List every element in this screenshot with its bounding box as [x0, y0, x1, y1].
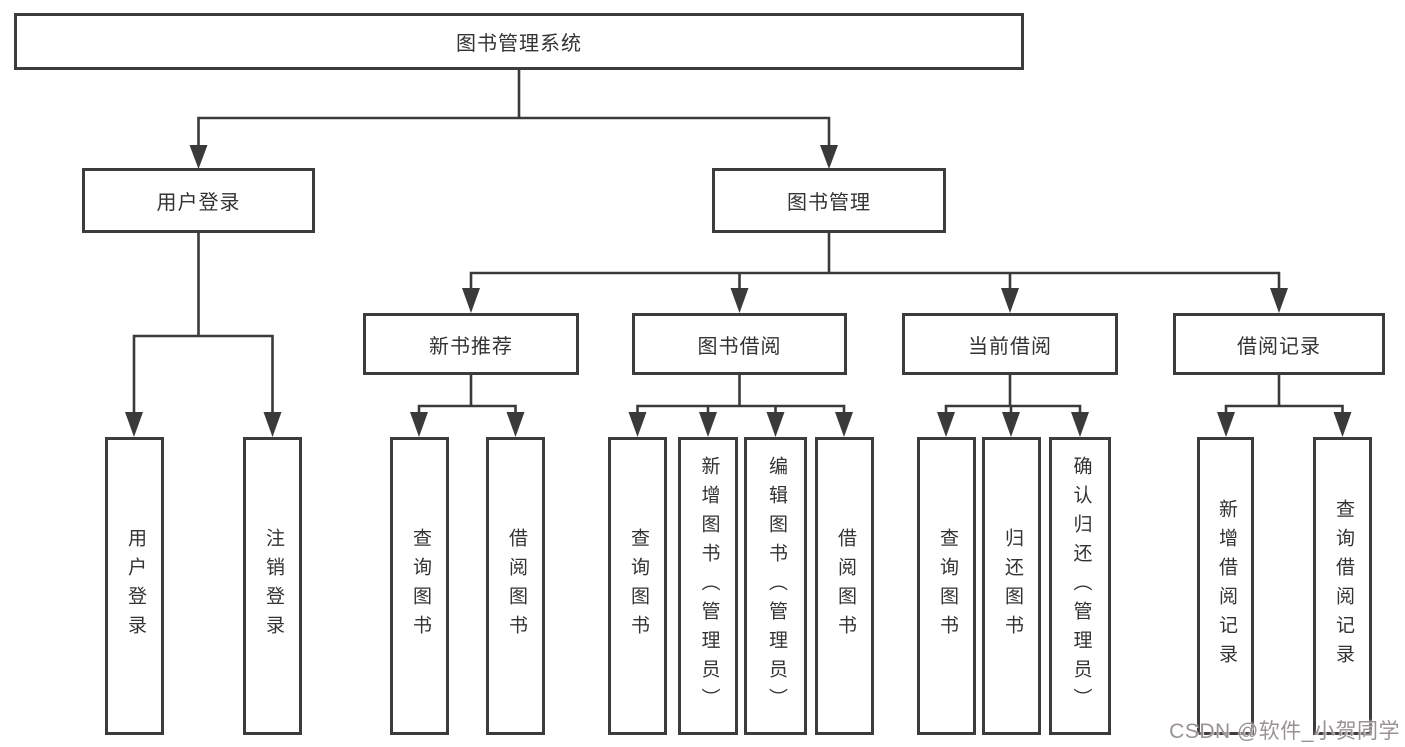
- node-current-borrow: 当前借阅: [902, 313, 1118, 375]
- node-book-management: 图书管理: [712, 168, 946, 233]
- connector-manage-to-level3: [462, 233, 1288, 313]
- arrowhead-icon: [263, 412, 282, 437]
- node-user-login: 用户登录: [82, 168, 315, 233]
- leaf-return-books: 归还图书: [982, 437, 1041, 735]
- node-label: 图书管理: [787, 192, 871, 214]
- arrowhead-icon: [506, 412, 525, 437]
- node-label: 图书借阅: [697, 335, 782, 358]
- leaf-add-books-admin: 新增图书（管理员）: [678, 437, 738, 735]
- connector-recommend-to-leaves: [410, 375, 525, 437]
- leaf-add-borrow-record: 新增借阅记录: [1197, 437, 1254, 735]
- leaf-query-borrow-record: 查询借阅记录: [1313, 437, 1372, 735]
- arrowhead-icon: [766, 412, 785, 437]
- arrowhead-icon: [937, 412, 955, 437]
- arrowhead-icon: [820, 145, 838, 169]
- leaf-label: 查询图书: [936, 528, 958, 644]
- arrowhead-icon: [462, 288, 480, 313]
- node-label: 用户登录: [156, 192, 241, 214]
- arrowhead-icon: [1270, 288, 1288, 313]
- node-system-root: 图书管理系统: [14, 13, 1024, 70]
- node-label: 借阅记录: [1237, 335, 1321, 358]
- leaf-borrow-books: 借阅图书: [815, 437, 874, 735]
- connector-records-to-leaves: [1217, 375, 1352, 437]
- leaf-query-books: 查询图书: [608, 437, 667, 735]
- leaf-label: 查询借阅记录: [1332, 499, 1354, 673]
- node-book-borrow: 图书借阅: [632, 313, 847, 375]
- leaf-query-books: 查询图书: [917, 437, 976, 735]
- arrowhead-icon: [628, 412, 647, 437]
- arrowhead-icon: [1217, 412, 1235, 437]
- connector-login-to-leaves: [125, 233, 282, 437]
- leaf-label: 查询图书: [409, 528, 431, 644]
- arrowhead-icon: [1333, 412, 1352, 437]
- arrowhead-icon: [1001, 288, 1019, 313]
- connector-root-to-level2: [189, 68, 838, 169]
- arrowhead-icon: [699, 412, 717, 437]
- leaf-label: 借阅图书: [834, 528, 856, 644]
- arrowhead-icon: [125, 412, 143, 437]
- arrowhead-icon: [1071, 412, 1089, 437]
- leaf-label: 编辑图书（管理员）: [765, 455, 787, 717]
- leaf-user-login: 用户登录: [105, 437, 164, 735]
- arrowhead-icon: [189, 145, 208, 169]
- leaf-label: 新增借阅记录: [1215, 499, 1237, 673]
- leaf-confirm-return-admin: 确认归还（管理员）: [1049, 437, 1111, 735]
- connector-borrow-to-leaves: [628, 375, 853, 437]
- leaf-label: 新增图书（管理员）: [698, 455, 720, 717]
- arrowhead-icon: [1002, 412, 1020, 437]
- node-label: 图书管理系统: [456, 33, 582, 55]
- leaf-logout: 注销登录: [243, 437, 302, 735]
- leaf-borrow-books: 借阅图书: [486, 437, 545, 735]
- leaf-label: 确认归还（管理员）: [1070, 455, 1092, 717]
- arrowhead-icon: [835, 412, 853, 437]
- connector-current-to-leaves: [937, 375, 1089, 437]
- leaf-edit-books-admin: 编辑图书（管理员）: [744, 437, 807, 735]
- node-label: 新书推荐: [429, 335, 513, 358]
- arrowhead-icon: [730, 288, 749, 313]
- leaf-query-books: 查询图书: [390, 437, 449, 735]
- leaf-label: 归还图书: [1001, 528, 1023, 644]
- node-label: 当前借阅: [968, 335, 1052, 358]
- leaf-label: 注销登录: [262, 528, 284, 644]
- node-borrow-records: 借阅记录: [1173, 313, 1385, 375]
- arrowhead-icon: [410, 412, 428, 437]
- leaf-label: 用户登录: [124, 528, 146, 644]
- leaf-label: 借阅图书: [505, 528, 527, 644]
- node-new-book-recommend: 新书推荐: [363, 313, 579, 375]
- leaf-label: 查询图书: [627, 528, 649, 644]
